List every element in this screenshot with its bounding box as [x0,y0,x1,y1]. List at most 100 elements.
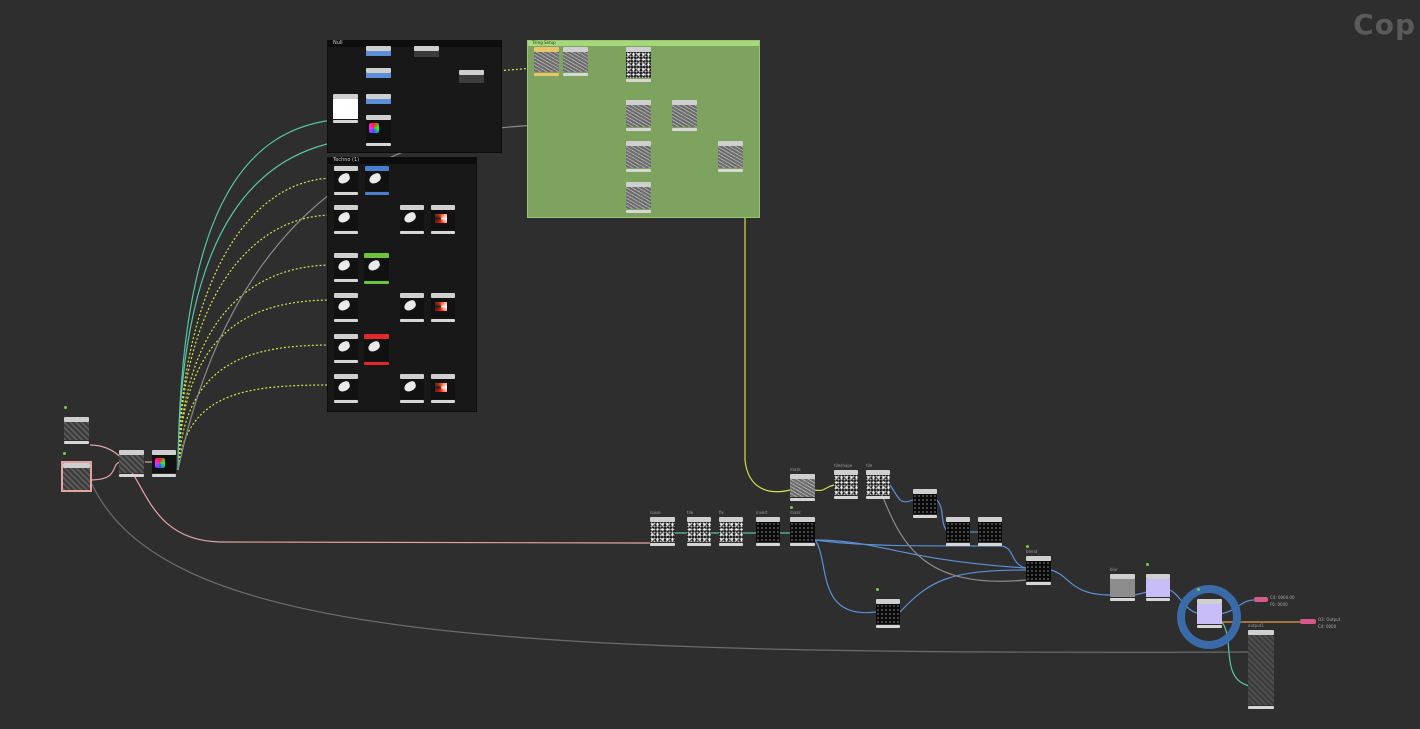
node-mask-9[interactable] [400,374,424,403]
node-speck-c[interactable] [913,489,937,518]
node-noise-2[interactable] [563,47,588,76]
node-selected-output[interactable] [1197,588,1222,628]
node-tile-b[interactable]: tileshape [834,463,858,499]
node-bar[interactable] [626,100,651,105]
node-grey[interactable]: blur [1110,567,1135,601]
node-mask-red[interactable] [364,334,389,365]
network-box-header[interactable] [328,41,501,47]
node-bar[interactable] [366,46,391,51]
node-bar[interactable] [563,47,588,52]
node-color-map[interactable] [366,115,391,146]
node-bar[interactable] [790,474,815,479]
node-mask-6[interactable] [400,293,424,322]
node-noise-1[interactable] [534,47,559,76]
node-output-null[interactable] [459,70,484,83]
network-box-header[interactable] [528,41,759,46]
node-bar[interactable] [364,253,389,258]
node-bar[interactable] [876,599,900,604]
node-noise-3[interactable] [626,100,651,131]
network-box-techno[interactable]: Techno (1) [327,157,477,412]
node-bar[interactable] [626,141,651,146]
network-box-header[interactable] [328,158,476,164]
node-speck-g[interactable] [876,588,900,628]
node-bar[interactable] [366,68,391,73]
node-red-3[interactable] [431,374,455,403]
node-bar[interactable] [63,463,90,468]
node-final[interactable]: output1 [1248,623,1274,709]
node-red-1[interactable] [431,205,455,234]
node-bar[interactable] [334,166,358,171]
node-lavender[interactable] [1146,563,1170,601]
node-noise-4[interactable] [672,100,697,131]
node-speck-f[interactable]: blend [1026,545,1051,585]
node-mask-5[interactable] [334,293,358,322]
node-bar[interactable] [366,115,391,120]
node-bar[interactable] [364,334,389,339]
output-tag-2[interactable] [1300,619,1316,624]
node-bar[interactable] [946,517,970,522]
node-bar[interactable] [687,517,711,522]
node-bar[interactable] [626,182,651,187]
node-splat-c[interactable]: fix [719,510,743,546]
node-splat-a[interactable]: noise [650,510,675,546]
node-bar[interactable] [431,374,455,379]
node-bar[interactable] [756,517,780,522]
node-red-2[interactable] [431,293,455,322]
node-speck-d[interactable] [946,517,970,546]
node-bar[interactable] [365,166,389,171]
node-bar[interactable] [334,293,358,298]
node-bar[interactable] [718,141,743,146]
node-param-3[interactable] [366,94,391,104]
node-bar[interactable] [978,517,1002,522]
node-bar[interactable] [64,417,89,422]
node-noise-7[interactable] [626,182,651,213]
node-mask-8[interactable] [334,374,358,403]
node-bar[interactable] [1026,556,1051,561]
node-bar[interactable] [1248,630,1274,635]
node-bar[interactable] [334,374,358,379]
node-param-1[interactable] [366,46,391,56]
node-bar[interactable] [119,450,144,455]
node-bar[interactable] [650,517,675,522]
node-bar[interactable] [414,46,439,51]
node-tile-a[interactable]: mask [790,467,815,501]
node-mask-1[interactable] [334,166,358,195]
node-param-2[interactable] [366,68,391,78]
node-bar[interactable] [834,470,858,475]
node-mask-2[interactable] [334,205,358,234]
node-bar[interactable] [152,450,176,455]
node-bar[interactable] [334,334,358,339]
node-mask-3[interactable] [400,205,424,234]
node-bar[interactable] [400,205,424,210]
node-bar[interactable] [1146,574,1170,579]
node-bar[interactable] [400,374,424,379]
node-source-top[interactable] [64,406,89,444]
node-source-color[interactable] [152,450,176,477]
node-noise-6[interactable] [718,141,743,172]
node-param-4[interactable] [414,46,439,57]
output-tag-1[interactable] [1254,597,1268,602]
node-source-selected[interactable] [61,452,92,492]
node-speck-b[interactable]: mask [790,506,815,546]
node-bar[interactable] [431,293,455,298]
node-bar[interactable] [672,100,697,105]
node-white[interactable] [333,94,358,123]
node-mask-green[interactable] [364,253,389,284]
node-bar[interactable] [459,70,484,75]
node-mask-4[interactable] [334,253,358,282]
node-bar[interactable] [534,47,559,52]
node-speck-a[interactable]: invert [756,510,780,546]
node-mask-blue[interactable] [365,166,389,195]
node-bar[interactable] [1197,599,1222,604]
node-bar[interactable] [719,517,743,522]
node-bar[interactable] [1110,574,1135,579]
node-bar[interactable] [366,94,391,99]
node-mask-7[interactable] [334,334,358,363]
node-noise-5[interactable] [626,141,651,172]
node-bar[interactable] [626,47,651,52]
node-bar[interactable] [334,253,358,258]
node-bar[interactable] [913,489,937,494]
node-bar[interactable] [790,517,815,522]
node-bar[interactable] [866,470,890,475]
node-speck-e[interactable] [978,517,1002,546]
